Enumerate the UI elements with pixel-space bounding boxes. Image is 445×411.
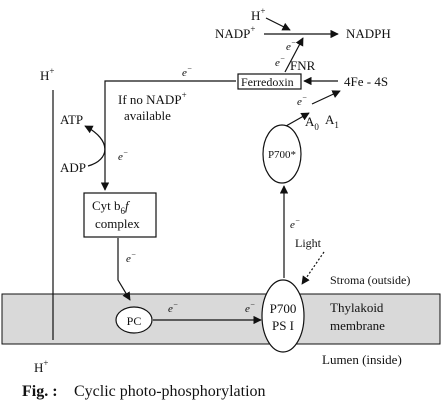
e-cyt-pc: e−: [126, 250, 136, 265]
p700-psi-ellipse: [261, 279, 305, 353]
h-plus-top: H+: [40, 66, 54, 83]
cyt-to-pc-arrow: [117, 238, 131, 301]
thylakoid-label: Thylakoid: [330, 300, 384, 315]
e-excitation: e−: [290, 216, 300, 231]
a0-label: A0: [305, 114, 319, 132]
if-no-nadp-label: If no NADP+: [118, 90, 187, 107]
e-fnr-upper: e−: [286, 38, 296, 53]
e-to-cyt: e−: [118, 148, 128, 163]
pc-label: PC: [127, 314, 142, 328]
figure-caption-prefix: Fig. :: [22, 383, 58, 400]
cyt-b6f-box: [83, 192, 157, 238]
thylakoid-membrane-band: [1, 293, 441, 345]
cyt-b6f-label: Cyt b6f: [92, 198, 131, 216]
ferredoxin-box: [237, 73, 302, 90]
e-pc-p700-1: e−: [168, 300, 178, 315]
atp-label: ATP: [60, 112, 83, 127]
a1-to-fes-arrow: [311, 90, 341, 105]
e-fnr-lower: e−: [275, 54, 285, 69]
h-plus-bottom: H+: [34, 358, 48, 375]
lumen-label: Lumen (inside): [322, 352, 402, 367]
nadp-label: NADP+: [215, 24, 255, 41]
p700-label: P700: [270, 301, 297, 316]
membrane-label: membrane: [330, 318, 385, 333]
adp-label: ADP: [60, 160, 86, 175]
light-arrow: [301, 251, 325, 285]
ferredoxin-label: Ferredoxin: [241, 75, 294, 89]
adp-to-atp-arrow: [84, 125, 106, 167]
p700-excited-label: P700*: [268, 149, 296, 161]
cyclic-return-path: [100, 80, 236, 191]
ps1-label: PS I: [272, 318, 294, 333]
fe-s-label: 4Fe - 4S: [344, 74, 388, 89]
e-return: e−: [182, 64, 192, 79]
nadph-label: NADPH: [346, 26, 391, 41]
p700star-to-a0-arrow: [285, 112, 310, 127]
a1-label: A1: [325, 112, 339, 130]
fnr-label: FNR: [290, 58, 316, 73]
pc-ellipse: [115, 306, 153, 334]
e-a1: e−: [297, 93, 307, 108]
figure-caption-text: Cyclic photo-phosphorylation: [74, 383, 266, 400]
complex-label: complex: [95, 216, 140, 231]
p700-excited-ellipse: [262, 124, 302, 184]
fnr-electron-arrow: [284, 37, 304, 73]
available-label: available: [124, 108, 171, 123]
h-plus-nadp: H+: [251, 6, 265, 23]
h-plus-arrow: [265, 17, 291, 31]
e-pc-p700-2: e−: [245, 300, 255, 315]
light-label: Light: [295, 236, 322, 250]
stroma-label: Stroma (outside): [330, 273, 410, 287]
